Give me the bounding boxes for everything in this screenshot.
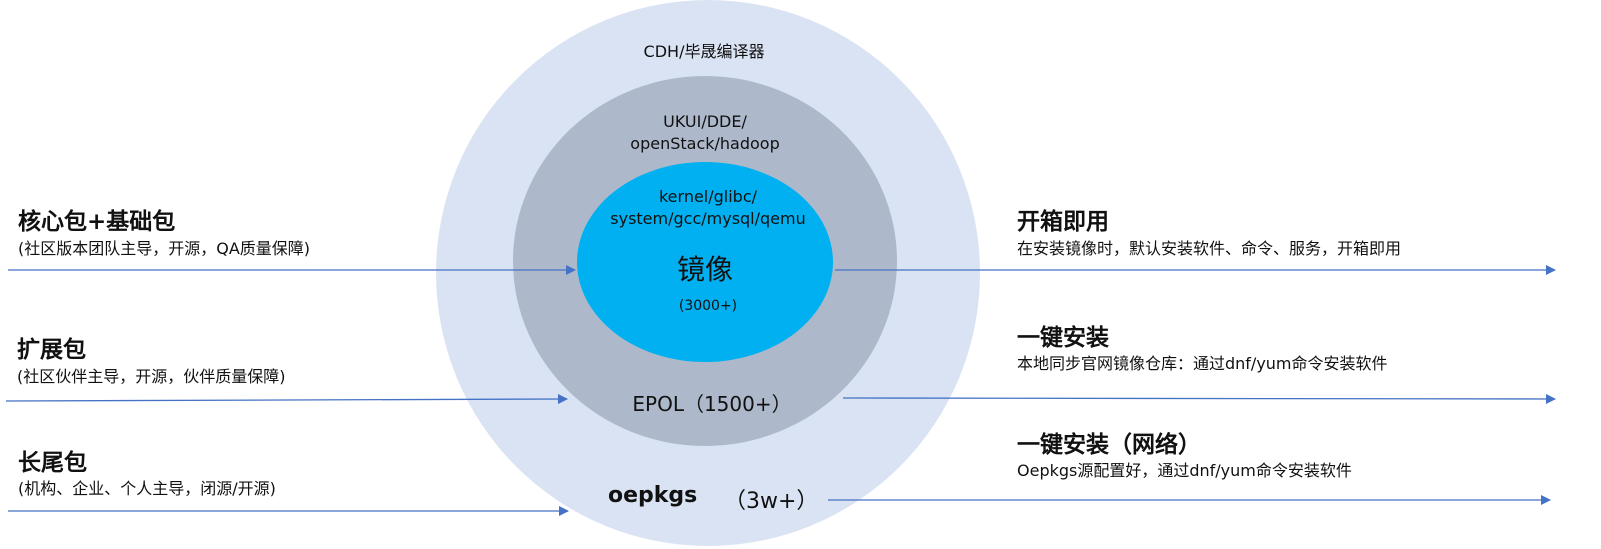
arrow-right-oneclick [842, 393, 1556, 404]
arrow-left-extension [5, 394, 568, 405]
left-desc-extension: (社区伙伴主导，开源，伙伴质量保障) [17, 367, 286, 386]
middle-ring-name: EPOL（1500+） [632, 392, 792, 416]
inner-ring-count: (3000+) [678, 298, 738, 314]
inner-ring-label-1: kernel/glibc/ [658, 187, 758, 206]
outer-ring-top-label: CDH/毕晟编译器 [643, 42, 765, 61]
right-title-oneclick: 一键安装 [1017, 325, 1109, 351]
right-title-oneclick-network: 一键安装（网络） [1017, 432, 1201, 458]
right-desc-oneclick-network: Oepkgs源配置好，通过dnf/yum命令安装软件 [1017, 461, 1352, 480]
left-desc-core: (社区版本团队主导，开源，QA质量保障) [18, 239, 311, 258]
middle-ring-label-2: openStack/hadoop [630, 134, 780, 153]
outer-ring-name: oepkgs [608, 483, 698, 508]
right-desc-oneclick: 本地同步官网镜像仓库：通过dnf/yum命令安装软件 [1017, 354, 1388, 373]
left-title-core: 核心包+基础包 [18, 209, 176, 235]
outer-ring-count: （3w+） [724, 489, 819, 514]
middle-ring-label-1: UKUI/DDE/ [663, 112, 747, 131]
right-title-outofbox: 开箱即用 [1017, 209, 1109, 235]
inner-ring-image [577, 162, 833, 362]
left-title-extension: 扩展包 [17, 337, 86, 363]
right-desc-outofbox: 在安装镜像时，默认安装软件、命令、服务，开箱即用 [1017, 239, 1402, 258]
inner-ring-label-2: system/gcc/mysql/qemu [610, 209, 806, 228]
left-title-longtail: 长尾包 [18, 450, 87, 476]
inner-ring-name: 镜像 [676, 253, 734, 286]
left-desc-longtail: (机构、企业、个人主导，闭源/开源) [18, 479, 276, 498]
